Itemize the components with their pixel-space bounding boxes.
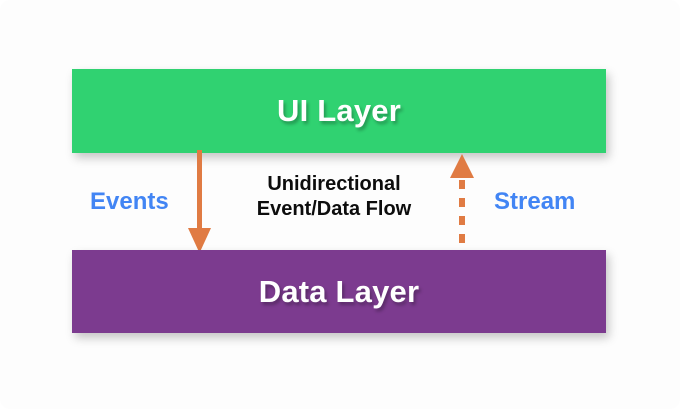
data-layer-label: Data Layer xyxy=(258,273,420,309)
flow-caption-line-2: Event/Data Flow xyxy=(256,198,412,220)
stream-arrow-icon xyxy=(450,154,474,252)
ui-layer-box: UI Layer xyxy=(72,69,606,153)
stream-label: Stream xyxy=(494,188,576,215)
events-arrow-icon xyxy=(188,150,211,253)
data-layer-box: Data Layer xyxy=(72,250,606,333)
events-label: Events xyxy=(90,188,169,215)
flow-caption-line-1: Unidirectional xyxy=(267,173,401,195)
ui-layer-label: UI Layer xyxy=(277,93,401,128)
flow-caption: Unidirectional Event/Data Flow xyxy=(228,172,440,222)
